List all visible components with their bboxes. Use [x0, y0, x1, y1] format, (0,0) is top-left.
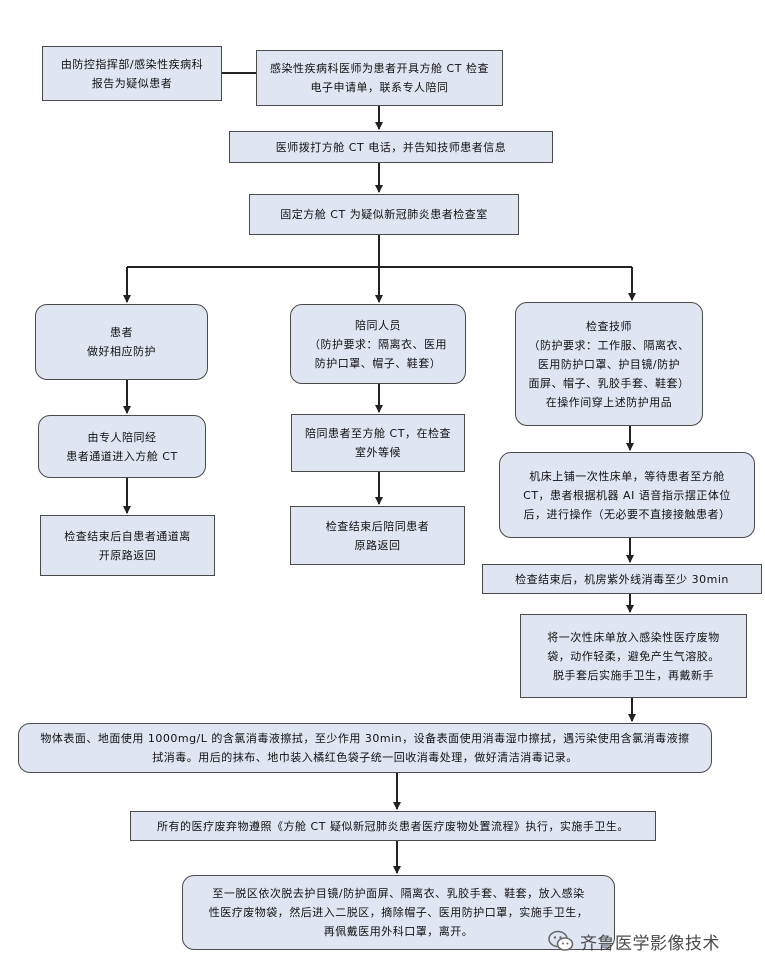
- wechat-icon: [548, 930, 574, 951]
- node-patient-enter: 由专人陪同经 患者通道进入方舱 CT: [38, 415, 206, 478]
- node-bed-sheet: 机床上铺一次性床单，等待患者至方舱 CT，患者根据机器 AI 语音指示摆正体位 …: [499, 452, 755, 538]
- node-waste-disposal: 所有的医疗废弃物遵照《方舱 CT 疑似新冠肺炎患者医疗废物处置流程》执行，实施手…: [130, 811, 656, 841]
- node-report-suspected: 由防控指挥部/感染性疾病科 报告为疑似患者: [42, 46, 222, 101]
- node-patient-return: 检查结束后自患者通道离 开原路返回: [40, 515, 215, 576]
- node-surface-disinfect: 物体表面、地面使用 1000mg/L 的含氯消毒液擦拭，至少作用 30min，设…: [18, 723, 712, 773]
- node-escort-return: 检查结束后陪同患者 原路返回: [290, 506, 465, 565]
- node-medical-waste-bag: 将一次性床单放入感染性医疗废物 袋，动作轻柔，避免产生气溶胶。 脱手套后实施手卫…: [520, 614, 747, 698]
- node-uv-disinfect: 检查结束后，机房紫外线消毒至少 30min: [482, 564, 762, 594]
- node-escort-wait: 陪同患者至方舱 CT，在检查 室外等候: [291, 414, 465, 472]
- node-issue-ct-request: 感染性疾病科医师为患者开具方舱 CT 检查 电子申请单，联系专人陪同: [256, 50, 503, 106]
- node-doffing: 至一脱区依次脱去护目镜/防护面屏、隔离衣、乳胶手套、鞋套，放入感染 性医疗废物袋…: [182, 875, 615, 950]
- node-call-ct: 医师拨打方舱 CT 电话，并告知技师患者信息: [229, 131, 553, 163]
- node-fixed-ct-room: 固定方舱 CT 为疑似新冠肺炎患者检查室: [249, 194, 519, 235]
- node-escort: 陪同人员 （防护要求：隔离衣、医用 防护口罩、帽子、鞋套）: [290, 304, 466, 384]
- node-patient: 患者 做好相应防护: [35, 304, 208, 380]
- node-technician: 检查技师 （防护要求：工作服、隔离衣、 医用防护口罩、护目镜/防护 面屏、帽子、…: [515, 302, 703, 426]
- watermark: 齐鲁医学影像技术: [548, 924, 720, 958]
- watermark-text: 齐鲁医学影像技术: [580, 933, 720, 954]
